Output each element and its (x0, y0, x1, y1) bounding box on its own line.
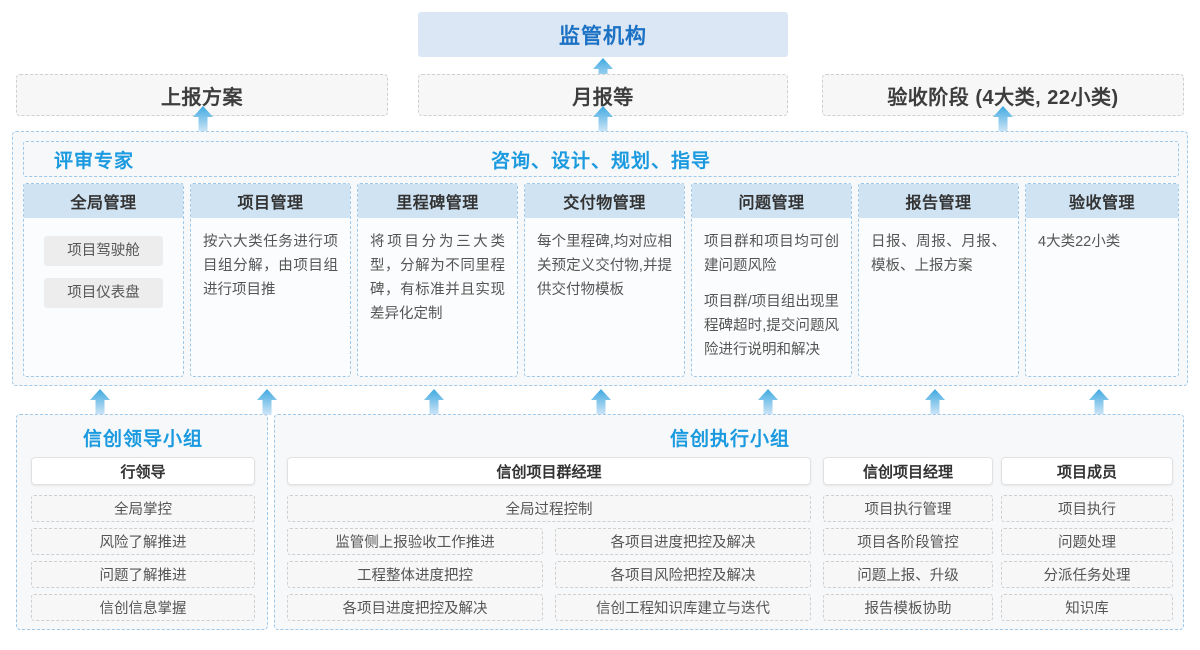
role-header-label: 项目成员 (1056, 463, 1117, 481)
exec-item[interactable]: 信创工程知识库建立与迭代 (555, 594, 811, 621)
exec-group-title: 信创执行小组 (669, 429, 790, 450)
exec-item[interactable]: 知识库 (1001, 594, 1173, 621)
consulting-panel: 评审专家 咨询、设计、规划、指导 全局管理 项目驾驶舱 项目仪表盘 项目管理 按… (12, 131, 1188, 386)
arrow-up-icon (590, 389, 612, 415)
exec-item[interactable]: 各项目风险把控及解决 (555, 561, 811, 588)
capability-column-6[interactable]: 验收管理 4大类22小类 (1025, 183, 1179, 377)
role-header-project-member[interactable]: 项目成员 (1001, 457, 1173, 485)
report-box-label-1: 月报等 (572, 86, 634, 109)
arrow-up-icon (1088, 389, 1110, 415)
capability-column-body: 日报、周报、月报、模板、上报方案 (859, 218, 1018, 278)
role-header-leader[interactable]: 行领导 (31, 457, 255, 485)
exec-item[interactable]: 监管侧上报验收工作推进 (287, 528, 543, 555)
capability-column-body: 将项目分为三大类型，分解为不同里程碑，有标准并且实现差异化定制 (358, 218, 517, 326)
exec-item-full-row[interactable]: 全局过程控制 (287, 495, 811, 522)
capability-text: 项目群和项目均可创建问题风险 (704, 234, 839, 274)
capability-column-body: 按六大类任务进行项目组分解，由项目组进行项目推 (191, 218, 350, 302)
capability-column-title: 问题管理 (692, 184, 851, 218)
capability-pill[interactable]: 项目仪表盘 (44, 278, 163, 308)
capability-column-body: 每个里程碑,均对应相关预定义交付物,并提供交付物模板 (525, 218, 684, 302)
role-header-label: 行领导 (120, 463, 166, 481)
exec-item[interactable]: 报告模板协助 (823, 594, 993, 621)
report-box-label-0: 上报方案 (161, 86, 243, 109)
leader-item[interactable]: 问题了解推进 (31, 561, 255, 588)
role-header-project-manager[interactable]: 信创项目经理 (823, 457, 993, 485)
capability-text: 4大类22小类 (1038, 234, 1121, 250)
capability-column-0[interactable]: 全局管理 项目驾驶舱 项目仪表盘 (23, 183, 184, 377)
arrow-up-icon (757, 389, 779, 415)
exec-item[interactable]: 工程整体进度把控 (287, 561, 543, 588)
panel-header-label-center: 咨询、设计、规划、指导 (490, 150, 711, 172)
role-header-program-manager[interactable]: 信创项目群经理 (287, 457, 811, 485)
capability-column-body: 项目驾驶舱 项目仪表盘 (24, 218, 183, 308)
arrow-up-icon (192, 106, 214, 132)
arrow-up-icon (256, 389, 278, 415)
capability-text: 每个里程碑,均对应相关预定义交付物,并提供交付物模板 (537, 234, 672, 298)
capability-column-title: 验收管理 (1026, 184, 1178, 218)
exec-item[interactable]: 各项目进度把控及解决 (555, 528, 811, 555)
arrow-up-icon (592, 106, 614, 132)
exec-item[interactable]: 项目各阶段管控 (823, 528, 993, 555)
consulting-panel-header: 评审专家 咨询、设计、规划、指导 (23, 141, 1179, 177)
exec-item[interactable]: 问题处理 (1001, 528, 1173, 555)
capability-text: 将项目分为三大类型，分解为不同里程碑，有标准并且实现差异化定制 (370, 234, 505, 322)
capability-pill[interactable]: 项目驾驶舱 (44, 236, 163, 266)
leader-item[interactable]: 风险了解推进 (31, 528, 255, 555)
exec-item[interactable]: 项目执行管理 (823, 495, 993, 522)
capability-column-title: 报告管理 (859, 184, 1018, 218)
capability-column-title: 项目管理 (191, 184, 350, 218)
capability-text: 日报、周报、月报、模板、上报方案 (871, 234, 1006, 274)
exec-item[interactable]: 各项目进度把控及解决 (287, 594, 543, 621)
arrow-up-icon (924, 389, 946, 415)
leader-group-title: 信创领导小组 (82, 429, 203, 450)
capability-column-title: 里程碑管理 (358, 184, 517, 218)
report-box-0[interactable]: 上报方案 (16, 74, 388, 116)
capability-column-title: 全局管理 (24, 184, 183, 218)
report-box-label-2: 验收阶段 (4大类, 22小类) (887, 86, 1119, 109)
regulator-box: 监管机构 (418, 12, 788, 57)
capability-column-body: 4大类22小类 (1026, 218, 1178, 254)
role-header-label: 信创项目经理 (862, 463, 953, 481)
capability-column-1[interactable]: 项目管理 按六大类任务进行项目组分解，由项目组进行项目推 (190, 183, 351, 377)
leader-item[interactable]: 全局掌控 (31, 495, 255, 522)
capability-column-3[interactable]: 交付物管理 每个里程碑,均对应相关预定义交付物,并提供交付物模板 (524, 183, 685, 377)
leader-group: 信创领导小组 行领导 全局掌控 风险了解推进 问题了解推进 信创信息掌握 (16, 414, 268, 630)
panel-header-label-left: 评审专家 (54, 150, 135, 172)
role-header-label: 信创项目群经理 (496, 463, 602, 481)
capability-column-4[interactable]: 问题管理 项目群和项目均可创建问题风险 项目群/项目组出现里程碑超时,提交问题风… (691, 183, 852, 377)
exec-group: 信创执行小组 信创项目群经理 全局过程控制 监管侧上报验收工作推进 工程整体进度… (274, 414, 1184, 630)
arrow-up-icon (89, 389, 111, 415)
arrow-up-icon (992, 106, 1014, 132)
capability-column-body: 项目群和项目均可创建问题风险 项目群/项目组出现里程碑超时,提交问题风险进行说明… (692, 218, 851, 362)
capability-column-2[interactable]: 里程碑管理 将项目分为三大类型，分解为不同里程碑，有标准并且实现差异化定制 (357, 183, 518, 377)
regulator-label: 监管机构 (559, 24, 647, 48)
capability-column-5[interactable]: 报告管理 日报、周报、月报、模板、上报方案 (858, 183, 1019, 377)
capability-text: 项目群/项目组出现里程碑超时,提交问题风险进行说明和解决 (704, 294, 839, 358)
exec-item[interactable]: 分派任务处理 (1001, 561, 1173, 588)
exec-item[interactable]: 项目执行 (1001, 495, 1173, 522)
exec-item[interactable]: 问题上报、升级 (823, 561, 993, 588)
arrow-up-icon (423, 389, 445, 415)
capability-text: 按六大类任务进行项目组分解，由项目组进行项目推 (203, 234, 338, 298)
arrow-up-icon (592, 58, 614, 84)
leader-item[interactable]: 信创信息掌握 (31, 594, 255, 621)
capability-column-title: 交付物管理 (525, 184, 684, 218)
